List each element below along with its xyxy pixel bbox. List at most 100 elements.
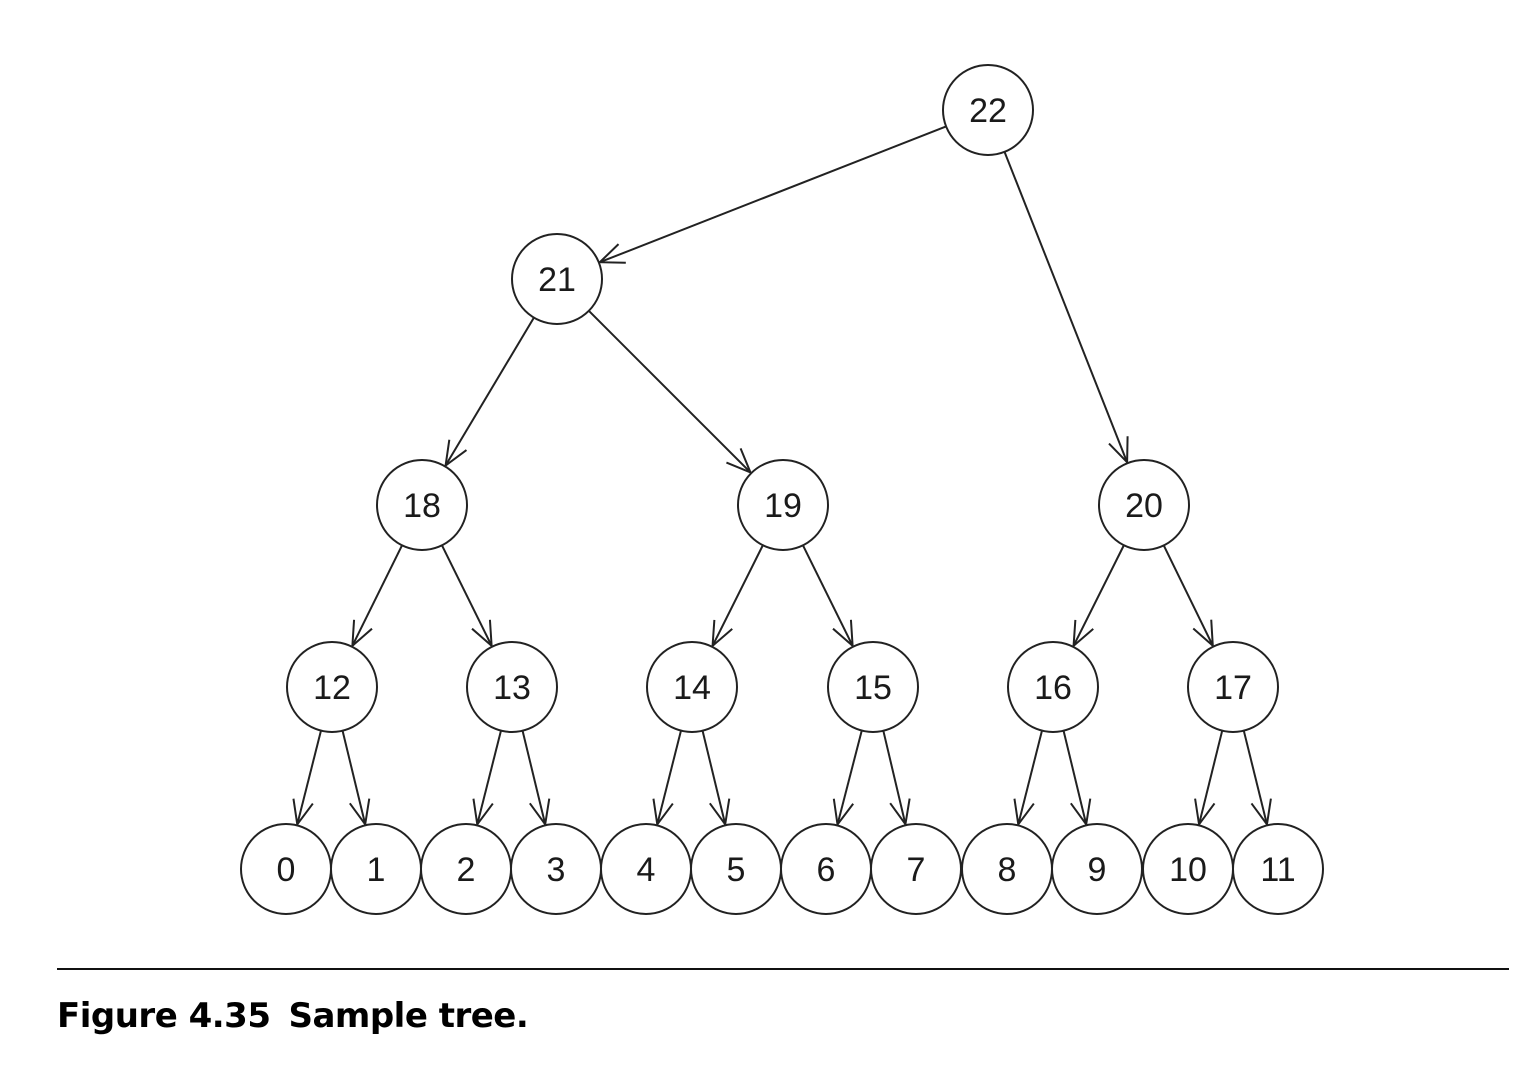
arrowhead-icon [471,619,493,649]
node-label: 1 [367,851,386,889]
node-label: 11 [1260,851,1295,889]
node-circle [827,641,919,733]
tree-node-6: 6 [780,823,872,915]
node-circle [1232,823,1324,915]
edge-line [701,730,727,825]
edge-21-to-18 [444,317,535,468]
arrowhead-icon [652,798,674,827]
node-circle [466,641,558,733]
node-label: 17 [1214,669,1252,707]
tree-node-19: 19 [737,459,829,551]
tree-node-1: 1 [330,823,422,915]
edge-line [588,310,752,474]
edge-20-to-16 [1072,544,1125,649]
tree-node-22: 22 [942,64,1034,156]
node-label: 22 [969,92,1007,130]
edge-18-to-12 [351,544,403,649]
node-label: 18 [403,487,441,525]
arrowhead-icon [832,619,854,649]
edge-22-to-21 [597,125,947,264]
edge-line [656,730,682,825]
node-label: 13 [493,669,531,707]
edge-line [351,544,403,647]
tree-node-5: 5 [690,823,782,915]
edge-19-to-15 [802,544,854,649]
edges-layer [292,125,1272,827]
tree-node-17: 17 [1187,641,1279,733]
tree-node-9: 9 [1051,823,1143,915]
arrowhead-icon [889,798,911,827]
node-label: 2 [457,851,476,889]
tree-node-21: 21 [511,233,603,325]
node-label: 8 [998,851,1017,889]
edge-15-to-7 [882,730,911,827]
node-label: 15 [854,669,892,707]
node-label: 5 [727,851,746,889]
edge-line [711,544,764,647]
node-label: 7 [907,851,926,889]
edge-line [882,730,907,825]
edge-14-to-4 [652,730,682,827]
edge-16-to-8 [1013,730,1043,827]
node-circle [942,64,1034,156]
node-label: 4 [637,851,656,889]
node-label: 3 [547,851,566,889]
edge-14-to-5 [701,730,731,827]
node-circle [286,641,378,733]
tree-node-18: 18 [376,459,468,551]
arrowhead-icon [597,243,626,264]
tree-node-11: 11 [1232,823,1324,915]
edge-line [521,730,547,825]
edge-line [1072,544,1125,647]
tree-node-0: 0 [240,823,332,915]
edge-16-to-9 [1062,730,1092,827]
tree-node-16: 16 [1007,641,1099,733]
node-label: 6 [817,851,836,889]
node-circle [376,459,468,551]
edge-line [1162,544,1214,647]
edge-12-to-0 [292,730,322,827]
figure-number: Figure 4.35 [57,996,271,1036]
tree-node-15: 15 [827,641,919,733]
node-label: 0 [277,851,296,889]
edge-18-to-13 [441,544,493,649]
tree-node-12: 12 [286,641,378,733]
edge-line [836,730,863,825]
edge-15-to-6 [832,730,863,827]
edge-line [599,125,947,264]
edge-line [444,317,535,467]
edge-line [1242,730,1268,825]
tree-node-13: 13 [466,641,558,733]
edge-line [1062,730,1088,825]
edge-line [1198,730,1224,825]
edge-17-to-10 [1194,730,1224,827]
edge-17-to-11 [1242,730,1272,827]
node-label: 10 [1169,851,1207,889]
arrowhead-icon [1013,798,1035,827]
arrowhead-icon [292,798,314,827]
node-label: 21 [538,261,576,299]
arrowhead-icon [472,798,494,827]
edge-22-to-20 [1003,151,1129,465]
node-label: 20 [1125,487,1163,525]
tree-node-3: 3 [510,823,602,915]
edge-line [802,544,854,647]
arrowhead-icon [711,619,733,649]
node-circle [1187,641,1279,733]
arrowhead-icon [1108,436,1129,465]
tree-node-2: 2 [420,823,512,915]
tree-node-14: 14 [646,641,738,733]
node-circle [1098,459,1190,551]
node-circle [1007,641,1099,733]
node-label: 9 [1088,851,1107,889]
tree-node-7: 7 [870,823,962,915]
edge-20-to-17 [1162,544,1214,649]
tree-node-20: 20 [1098,459,1190,551]
node-circle [737,459,829,551]
edge-line [296,730,322,825]
edge-13-to-2 [472,730,502,827]
edge-21-to-19 [588,310,753,475]
arrowhead-icon [351,619,373,649]
edge-12-to-1 [341,730,371,827]
